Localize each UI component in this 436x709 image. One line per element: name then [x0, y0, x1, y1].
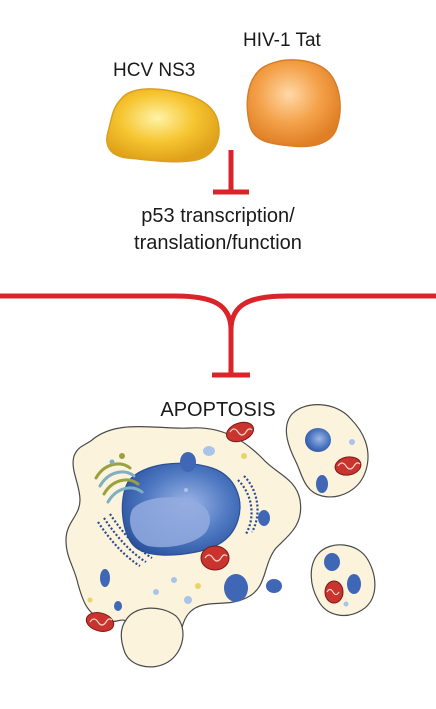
- endoplasmic-reticulum-left: [97, 513, 153, 567]
- hiv-tat-protein: [246, 59, 341, 148]
- apoptotic-body-top-right: [285, 404, 369, 498]
- mitochondrion-4: [334, 456, 362, 476]
- mitochondrion-3: [85, 612, 115, 632]
- p53-label-line-2: translation/function: [134, 232, 302, 254]
- apoptosis-label: APOPTOSIS: [160, 399, 276, 421]
- mitochondrion-1: [225, 421, 255, 443]
- endoplasmic-reticulum-right: [237, 475, 259, 535]
- mitochondrion-2: [200, 545, 230, 571]
- golgi-apparatus: [94, 453, 144, 504]
- apoptotic-cell: [65, 421, 302, 668]
- hcv-ns3-label: HCV NS3: [113, 60, 196, 81]
- mitochondrion-5: [324, 580, 344, 604]
- inhibition-bracket: [0, 293, 436, 378]
- p53-label-line-1: p53 transcription/: [141, 205, 295, 227]
- inhibition-arrow-top: [213, 150, 249, 195]
- p53-label: p53 transcription/ translation/function: [0, 203, 436, 257]
- hcv-ns3-protein: [106, 88, 220, 163]
- hiv-tat-label: HIV-1 Tat: [243, 30, 321, 51]
- cell-inclusions: [87, 446, 282, 611]
- nucleolus: [129, 497, 210, 548]
- apoptotic-body-right: [310, 544, 376, 617]
- cell-bleb-bottom: [120, 607, 184, 668]
